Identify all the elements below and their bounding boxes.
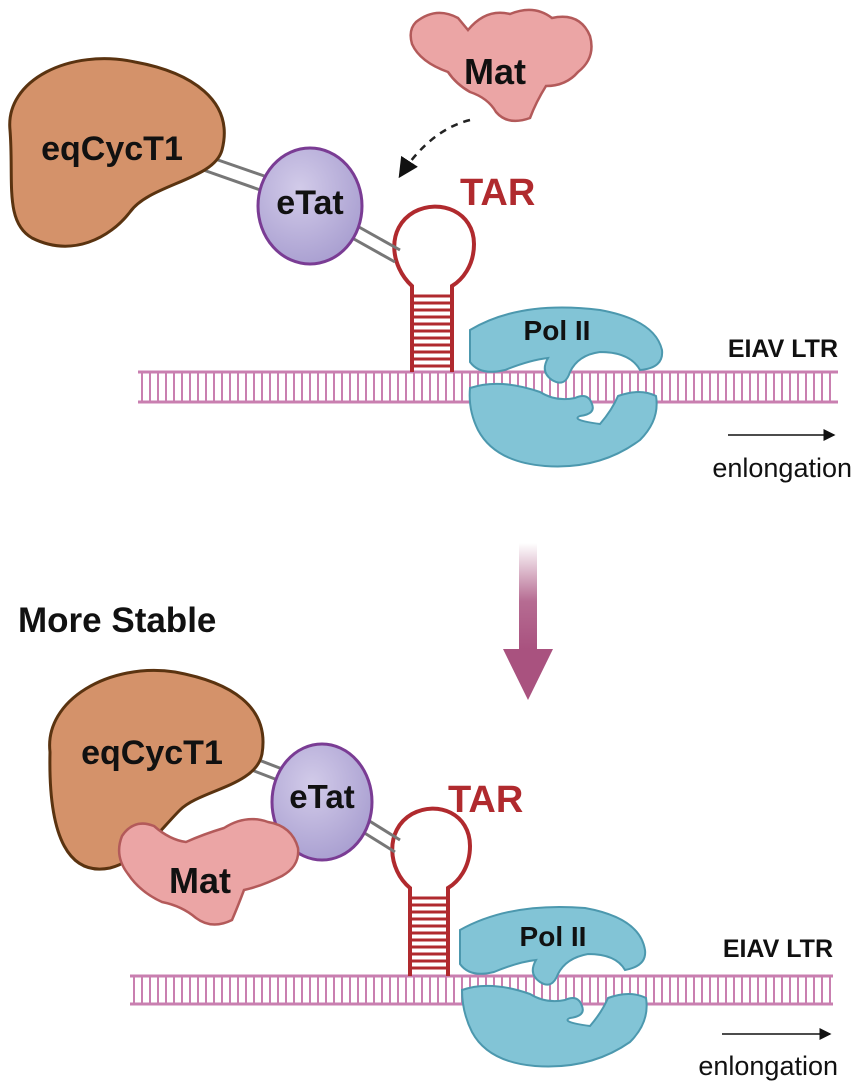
- bottom-pol-ii-label: Pol II: [520, 921, 587, 952]
- bottom-tar-hairpin: [390, 806, 473, 976]
- top-mat-label: Mat: [464, 51, 526, 92]
- top-eiav-ltr-label: EIAV LTR: [728, 335, 838, 363]
- top-etat: eTat: [256, 146, 364, 266]
- bottom-eqcyct1: eqCycT1: [48, 669, 265, 871]
- top-binding-arrow: [398, 118, 471, 179]
- top-tar-label: TAR: [460, 172, 535, 214]
- bottom-tar-label: TAR: [448, 779, 523, 821]
- transition-arrow: [503, 543, 553, 700]
- bottom-pol-ii: Pol II: [459, 905, 648, 1068]
- top-eqcyct1-label: eqCycT1: [41, 130, 183, 168]
- top-mat: Mat: [409, 8, 593, 123]
- bottom-etat-label: eTat: [289, 778, 354, 815]
- top-pol-ii: Pol II: [468, 306, 664, 468]
- top-elongation-label: enlongation: [712, 453, 852, 483]
- top-etat-label: eTat: [276, 184, 343, 222]
- bottom-etat: eTat: [270, 742, 374, 862]
- top-panel: Pol II TAR eqCycT1 eTat Mat: [8, 8, 852, 483]
- top-pol-ii-label: Pol II: [524, 315, 591, 346]
- bottom-eqcyct1-label: eqCycT1: [81, 734, 223, 772]
- bottom-eiav-ltr-label: EIAV LTR: [723, 935, 833, 963]
- bottom-mat: Mat: [117, 817, 300, 926]
- bottom-panel: Pol II TAR eqCycT1 eTat Mat: [48, 669, 838, 1081]
- more-stable-label: More Stable: [18, 601, 216, 640]
- bottom-elongation-label: enlongation: [698, 1051, 838, 1081]
- top-eqcyct1: eqCycT1: [8, 57, 226, 248]
- top-dna-strand: [138, 370, 838, 404]
- top-tar-hairpin: [392, 204, 477, 372]
- bottom-mat-label: Mat: [169, 860, 231, 901]
